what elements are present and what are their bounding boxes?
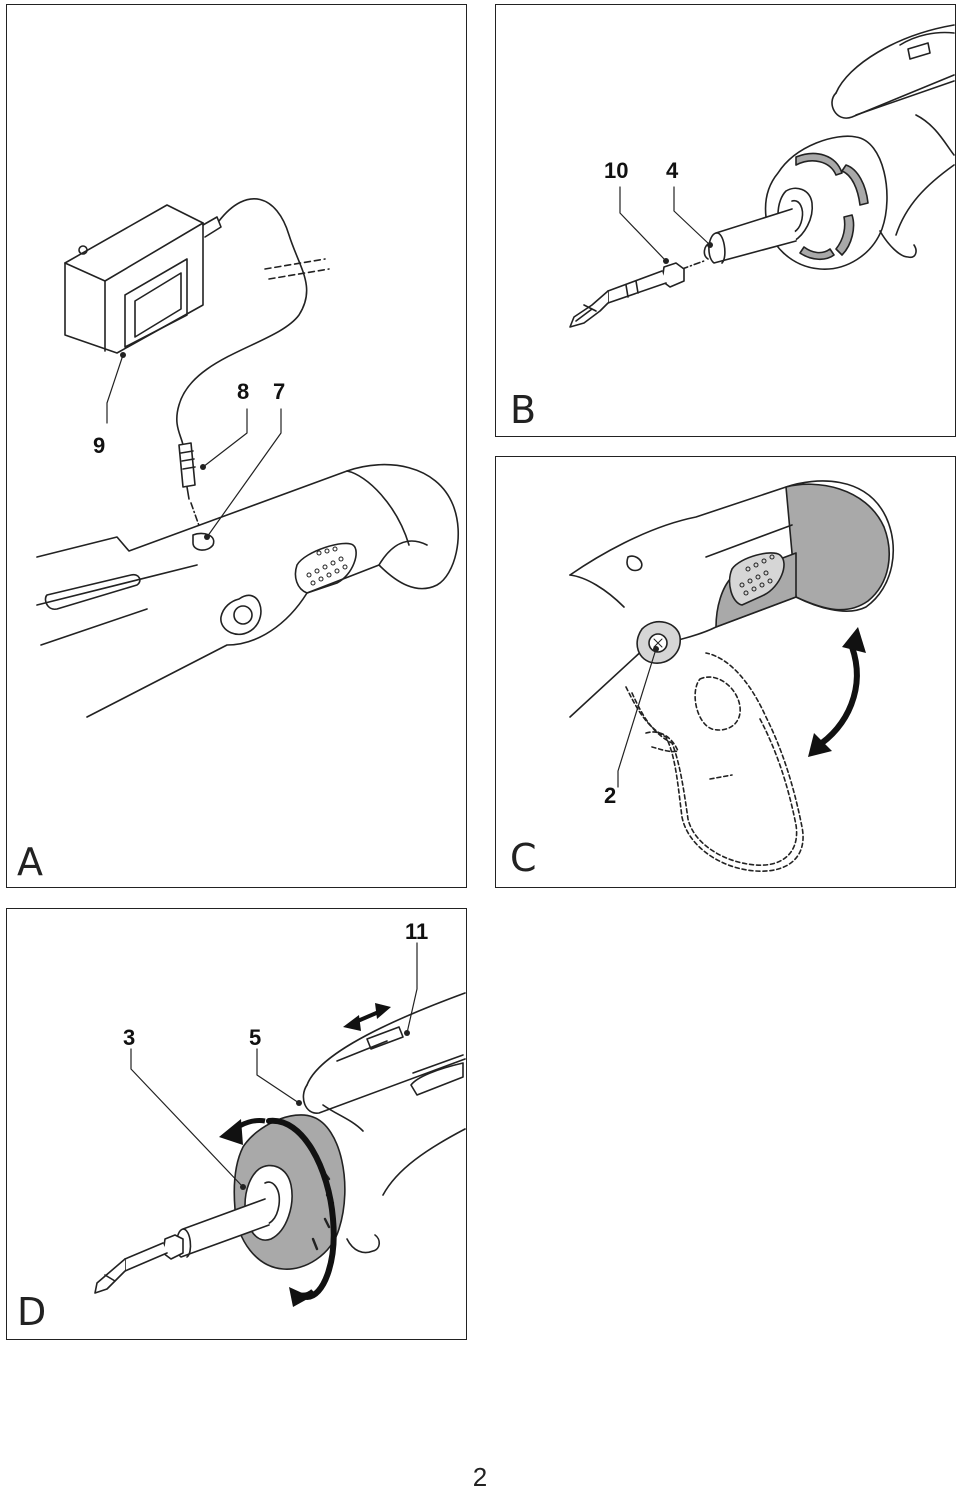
leader-4 bbox=[673, 186, 711, 246]
dashed-rotated-position bbox=[625, 652, 804, 872]
screwdriver-head bbox=[831, 24, 955, 236]
grip-dots bbox=[739, 554, 775, 596]
callout-8: 8 bbox=[237, 379, 250, 404]
callout-11: 11 bbox=[405, 919, 429, 944]
callout-10: 10 bbox=[604, 158, 629, 183]
callout-4: 4 bbox=[666, 158, 679, 183]
callout-9: 9 bbox=[93, 433, 106, 458]
screwdriver-bit bbox=[94, 1234, 184, 1294]
callout-5: 5 bbox=[249, 1025, 262, 1050]
figure-letter-c: C bbox=[510, 836, 537, 880]
callout-3: 3 bbox=[123, 1025, 136, 1050]
figure-c-illustration bbox=[569, 480, 895, 872]
charger-plug bbox=[178, 442, 196, 500]
screwdriver-body bbox=[569, 480, 895, 718]
figure-a: 9 8 7 A bbox=[6, 4, 467, 888]
screwdriver-head bbox=[302, 992, 466, 1196]
leader-7 bbox=[206, 408, 282, 538]
leader-8 bbox=[202, 408, 248, 468]
figure-d: 11 3 5 D bbox=[6, 908, 467, 1340]
leader-3 bbox=[130, 1048, 244, 1188]
figure-letter-a: A bbox=[17, 840, 43, 884]
leader-11 bbox=[406, 942, 418, 1034]
figure-letter-b: B bbox=[510, 388, 537, 432]
charger-adapter bbox=[64, 204, 222, 354]
rotation-arrow bbox=[808, 627, 866, 757]
leader-9 bbox=[106, 354, 124, 424]
bit-holder-shaft bbox=[703, 208, 797, 264]
figure-letter-d: D bbox=[17, 1290, 47, 1334]
callout-7: 7 bbox=[273, 379, 286, 404]
page-number: 2 bbox=[472, 1462, 488, 1492]
figure-c: 2 C bbox=[495, 456, 956, 888]
leader-2 bbox=[617, 648, 657, 788]
screwdriver-body bbox=[36, 463, 460, 718]
grip-dots bbox=[306, 546, 348, 586]
chuck-collar bbox=[764, 135, 917, 270]
rotation-arrow bbox=[219, 1117, 337, 1307]
figure-b-illustration bbox=[569, 24, 955, 328]
figure-a-illustration bbox=[36, 198, 460, 718]
switch-slide-arrow bbox=[343, 1003, 391, 1031]
leader-5 bbox=[256, 1048, 300, 1104]
figure-d-illustration bbox=[94, 942, 466, 1307]
callout-2: 2 bbox=[604, 783, 617, 808]
screwdriver-bit bbox=[569, 262, 685, 328]
leader-10 bbox=[619, 186, 667, 262]
figure-b: 10 4 B bbox=[495, 4, 956, 437]
charger-cable bbox=[176, 198, 308, 446]
